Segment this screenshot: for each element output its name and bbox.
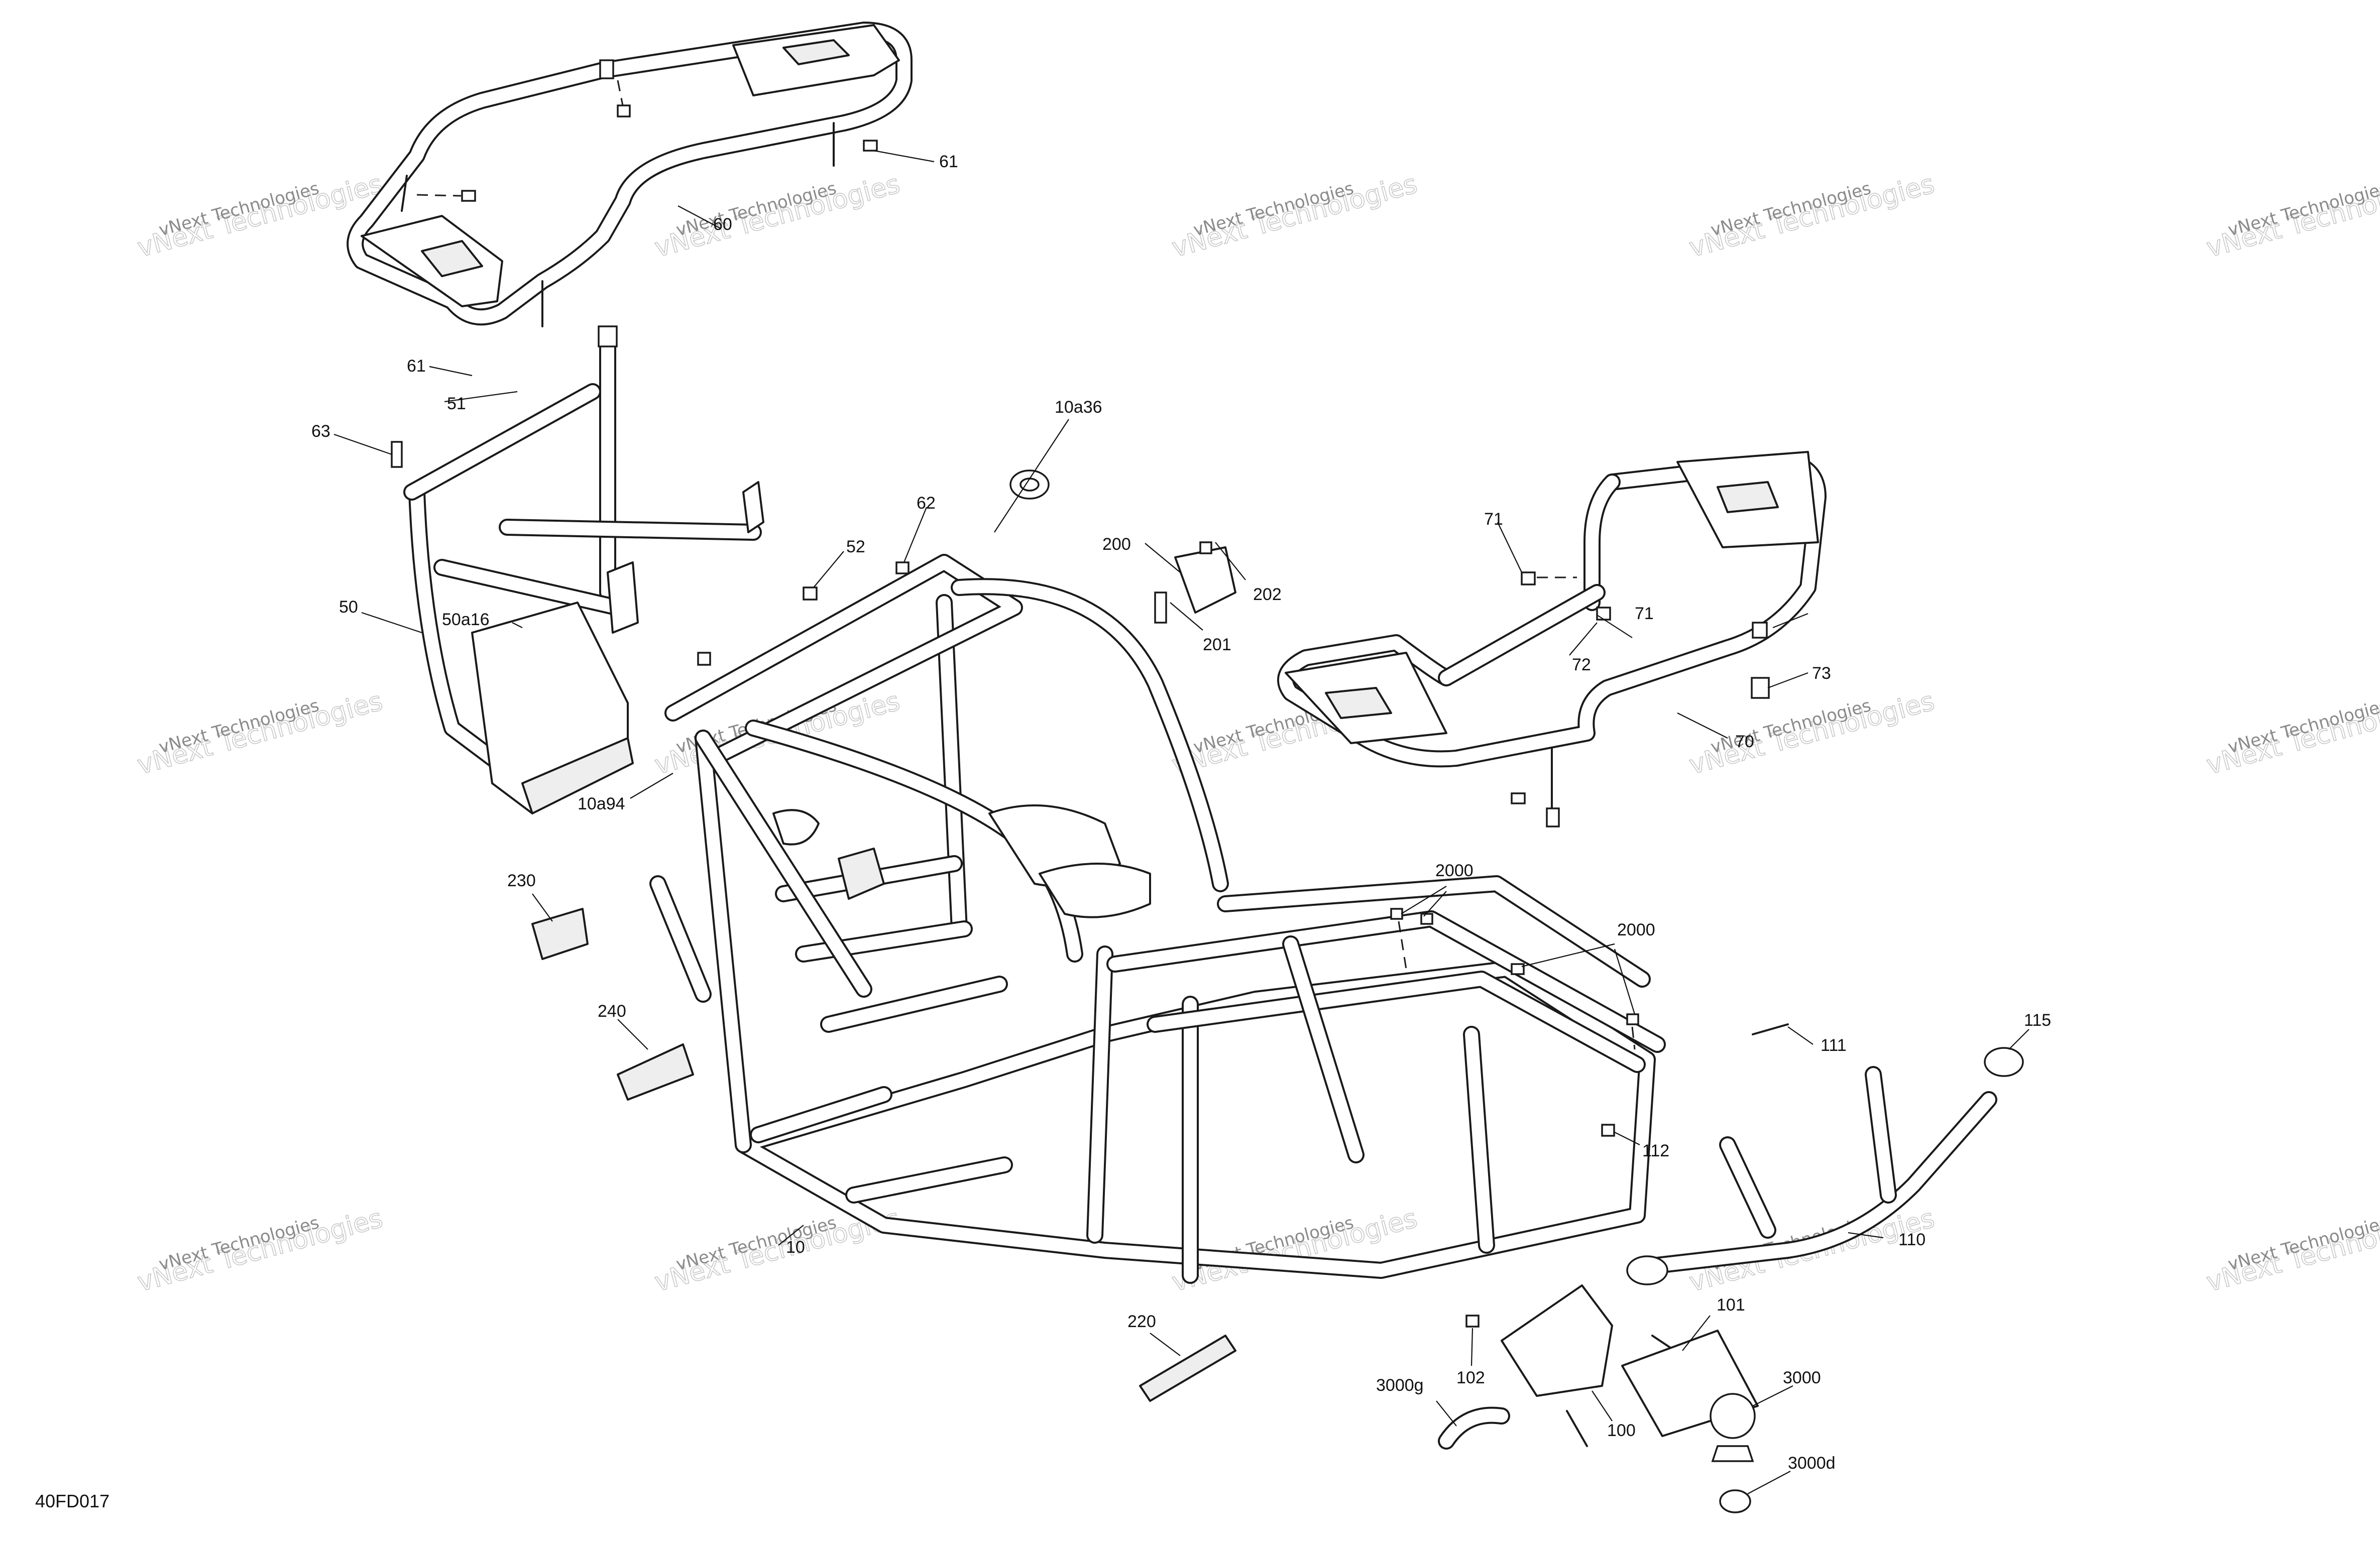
rear-rack-part-70 — [1277, 451, 1827, 827]
callout-2000-upper: 2000 — [1435, 861, 1474, 880]
callout-61-lower: 61 — [407, 357, 426, 376]
callout-220: 220 — [1127, 1312, 1156, 1331]
small-brackets — [531, 469, 1789, 1402]
callout-73: 73 — [1812, 664, 1831, 683]
leader-lines — [333, 150, 2029, 1494]
watermark-outline-text: vNext Technologies — [651, 169, 903, 263]
callout-labels: 61 60 61 51 63 10a36 62 52 200 202 201 7… — [311, 152, 2051, 1473]
callout-52: 52 — [846, 537, 865, 556]
callout-61-upper: 61 — [939, 152, 958, 171]
watermark-outline-text: vNext Technologies — [1169, 169, 1420, 263]
callout-71-upper: 71 — [1484, 510, 1503, 529]
callout-112: 112 — [1642, 1141, 1669, 1160]
callout-10: 10 — [786, 1238, 805, 1257]
callout-60: 60 — [713, 215, 732, 234]
watermark-outline-text: vNext Technologies — [1686, 686, 1938, 780]
watermark-outline-text: vNext Technologies — [1686, 169, 1938, 263]
callout-202: 202 — [1253, 585, 1282, 604]
watermark-outline-text: vNext Technologies — [134, 1203, 386, 1297]
callout-102: 102 — [1456, 1368, 1485, 1387]
hitch-assembly-part-100 — [1438, 1284, 1759, 1513]
callout-63: 63 — [311, 422, 330, 441]
callout-230: 230 — [507, 871, 536, 890]
callout-2000-right: 2000 — [1617, 920, 1655, 939]
callout-3000g: 3000g — [1376, 1376, 1424, 1395]
diagram-reference-code: 40FD017 — [35, 1491, 109, 1511]
watermark-outline-text: vNext Technologies — [134, 686, 386, 780]
callout-71-right: 71 — [1635, 604, 1654, 623]
callout-10a36: 10a36 — [1055, 398, 1102, 417]
callout-72: 72 — [1572, 655, 1591, 674]
callout-101: 101 — [1717, 1295, 1745, 1315]
callout-3000d: 3000d — [1788, 1454, 1836, 1473]
callout-51: 51 — [447, 394, 466, 413]
rear-bumper-part-110 — [1626, 1047, 2024, 1285]
callout-10a94: 10a94 — [578, 794, 625, 813]
callout-201: 201 — [1203, 635, 1231, 654]
callout-240: 240 — [598, 1002, 626, 1021]
callout-50a16: 50a16 — [442, 610, 490, 629]
main-frame-part-10 — [649, 554, 1666, 1284]
front-rack-part-60 — [347, 22, 913, 327]
callout-100: 100 — [1607, 1421, 1636, 1440]
callout-110: 110 — [1898, 1230, 1925, 1249]
callout-50: 50 — [339, 598, 358, 617]
callout-3000: 3000 — [1783, 1368, 1821, 1387]
callout-200: 200 — [1102, 535, 1131, 554]
callout-70: 70 — [1735, 732, 1754, 751]
callout-111: 111 — [1821, 1036, 1847, 1055]
front-bumper-part-50 — [391, 325, 764, 814]
callout-62: 62 — [917, 494, 936, 513]
callout-115: 115 — [2024, 1011, 2051, 1030]
